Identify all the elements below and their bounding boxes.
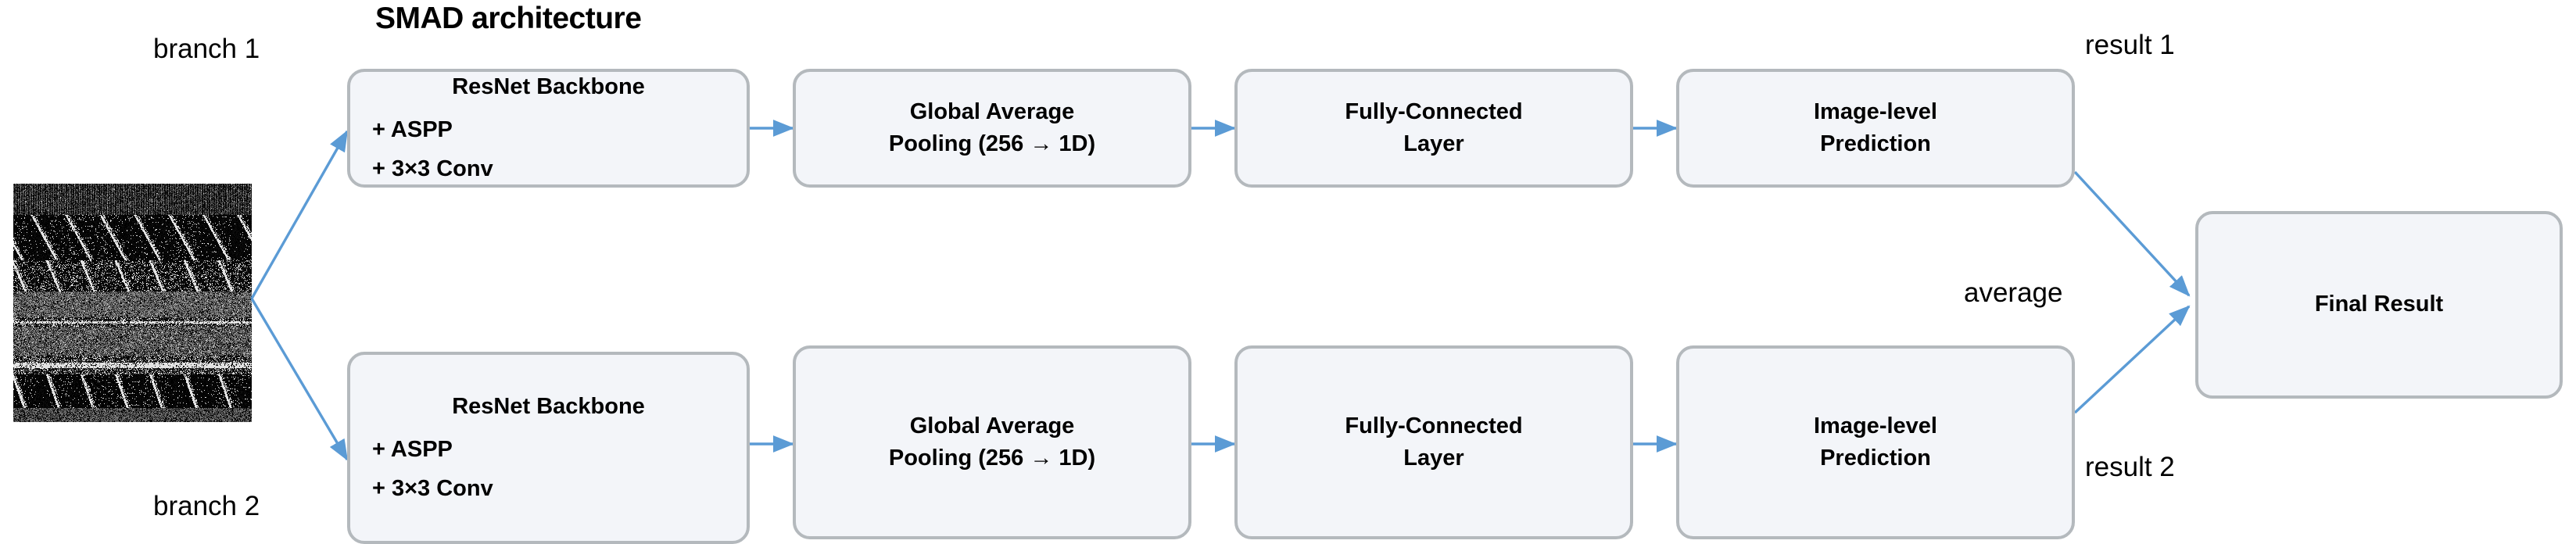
arrow-result2-to-final bbox=[2073, 305, 2191, 414]
label-branch-2: branch 2 bbox=[153, 491, 260, 521]
branch1-global-average-pooling-box[interactable]: Global Average Pooling (256 → 1D) bbox=[793, 69, 1191, 188]
label-result-1: result 1 bbox=[2085, 30, 2175, 60]
box-line-2: Prediction bbox=[1820, 446, 1931, 471]
box-line-1: Global Average bbox=[909, 98, 1075, 124]
box-item-conv: + 3×3 Conv bbox=[372, 475, 493, 501]
box-item-aspp: + ASPP bbox=[372, 117, 453, 143]
box-item-aspp: + ASPP bbox=[372, 437, 453, 463]
box-line-2: Prediction bbox=[1820, 131, 1931, 156]
box-line-2: Pooling (256 → 1D) bbox=[888, 446, 1096, 471]
branch1-image-level-prediction-box[interactable]: Image-level Prediction bbox=[1676, 69, 2075, 188]
box-line-1: Image-level bbox=[1814, 413, 1937, 438]
label-average: average bbox=[1964, 277, 2063, 308]
box-title: ResNet Backbone bbox=[452, 394, 645, 420]
branch2-image-level-prediction-box[interactable]: Image-level Prediction bbox=[1676, 345, 2075, 539]
final-result-box[interactable]: Final Result bbox=[2195, 211, 2563, 399]
arrow-input-to-branch1 bbox=[250, 130, 349, 299]
arrow-input-to-branch2 bbox=[250, 298, 349, 461]
arrow-result1-to-final bbox=[2073, 170, 2191, 297]
label-result-2: result 2 bbox=[2085, 452, 2175, 482]
box-line-1: Global Average bbox=[909, 413, 1075, 438]
box-line-2: Layer bbox=[1403, 131, 1464, 156]
box-line-2: Pooling (256 → 1D) bbox=[888, 131, 1096, 156]
box-line-1: Fully-Connected bbox=[1345, 98, 1523, 124]
box-line-1: Fully-Connected bbox=[1345, 413, 1523, 438]
branch2-resnet-backbone-box[interactable]: ResNet Backbone + ASPP + 3×3 Conv bbox=[347, 352, 750, 544]
branch2-global-average-pooling-box[interactable]: Global Average Pooling (256 → 1D) bbox=[793, 345, 1191, 539]
branch1-resnet-backbone-box[interactable]: ResNet Backbone + ASPP + 3×3 Conv bbox=[347, 69, 750, 188]
input-sonar-image bbox=[13, 184, 252, 422]
box-line-1: Image-level bbox=[1814, 98, 1937, 124]
box-item-conv: + 3×3 Conv bbox=[372, 156, 493, 181]
box-line-2: Layer bbox=[1403, 446, 1464, 471]
final-result-label: Final Result bbox=[2314, 292, 2444, 317]
branch2-fully-connected-layer-box[interactable]: Fully-Connected Layer bbox=[1234, 345, 1633, 539]
label-branch-1: branch 1 bbox=[153, 34, 260, 64]
box-title: ResNet Backbone bbox=[452, 74, 645, 100]
branch1-fully-connected-layer-box[interactable]: Fully-Connected Layer bbox=[1234, 69, 1633, 188]
page-title: SMAD architecture bbox=[375, 2, 642, 35]
